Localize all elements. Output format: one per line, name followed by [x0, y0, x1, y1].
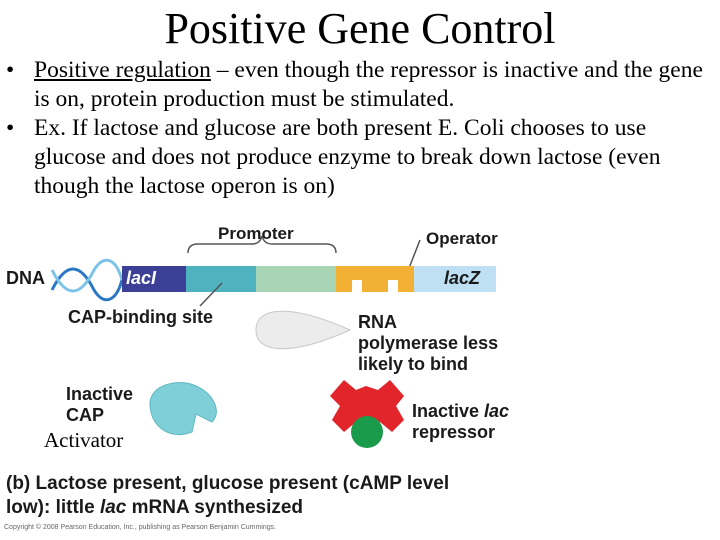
dna-label: DNA: [6, 268, 45, 288]
laci-gene-segment: [122, 266, 186, 292]
inactive-repressor-lac: lac: [484, 401, 510, 421]
bullet-item-example: • Ex. If lactose and glucose are both pr…: [6, 114, 712, 201]
bullet-marker: •: [6, 57, 15, 83]
inactive-repressor-text: Inactive: [412, 401, 485, 421]
rna-polymerase-shape: [255, 310, 352, 350]
bullet-item-positive-regulation: • Positive regulation – even though the …: [6, 56, 712, 114]
rna-polymerase-label: RNA polymerase less likely to bind: [358, 312, 498, 375]
caption-text: low): little: [6, 497, 100, 518]
operator-segment: [336, 266, 414, 292]
cap-binding-segment: [186, 266, 256, 292]
bullet-text: – even though the repressor is inactive …: [34, 57, 703, 112]
inactive-cap-line: CAP: [66, 405, 105, 425]
promoter-bracket: [187, 235, 337, 254]
lacz-gene-segment: [414, 266, 496, 292]
copyright-notice: Copyright © 2008 Pearson Education, Inc.…: [4, 524, 277, 531]
rna-polymerase-line: RNA: [358, 312, 397, 332]
term-positive-regulation: Positive regulation: [34, 57, 211, 83]
inactive-cap-line: Inactive: [66, 384, 134, 404]
dna-helix-icon: [50, 258, 124, 302]
bullet-marker: •: [6, 115, 15, 141]
caption-lac: lac: [99, 497, 127, 518]
inactive-cap-label: Inactive CAP: [66, 384, 133, 426]
caption-line: (b) Lactose present, glucose present (cA…: [6, 473, 450, 494]
rna-polymerase-line: likely to bind: [358, 354, 469, 374]
slide-title: Positive Gene Control: [164, 4, 556, 53]
cap-site-pointer: [199, 282, 223, 307]
rna-polymerase-line: polymerase less: [358, 333, 499, 353]
promoter-segment: [256, 266, 336, 292]
bullet-list: • Positive regulation – even though the …: [6, 56, 712, 201]
inactive-repressor-shape: [330, 380, 404, 448]
cap-binding-site-label: CAP-binding site: [68, 307, 213, 327]
inactive-repressor-label: Inactive lac repressor: [412, 401, 509, 443]
lacz-label: lacZ: [444, 268, 481, 288]
operator-label: Operator: [426, 229, 498, 248]
laci-label: lacI: [126, 268, 157, 288]
inactive-cap-shape: [149, 382, 217, 435]
promoter-label: Promoter: [218, 224, 294, 243]
figure-caption: (b) Lactose present, glucose present (cA…: [6, 472, 526, 520]
activator-label: Activator: [44, 428, 124, 452]
inactive-repressor-text: repressor: [412, 422, 496, 442]
caption-text: mRNA synthesized: [126, 497, 304, 518]
bullet-text: Ex. If lactose and glucose are both pres…: [34, 115, 661, 199]
